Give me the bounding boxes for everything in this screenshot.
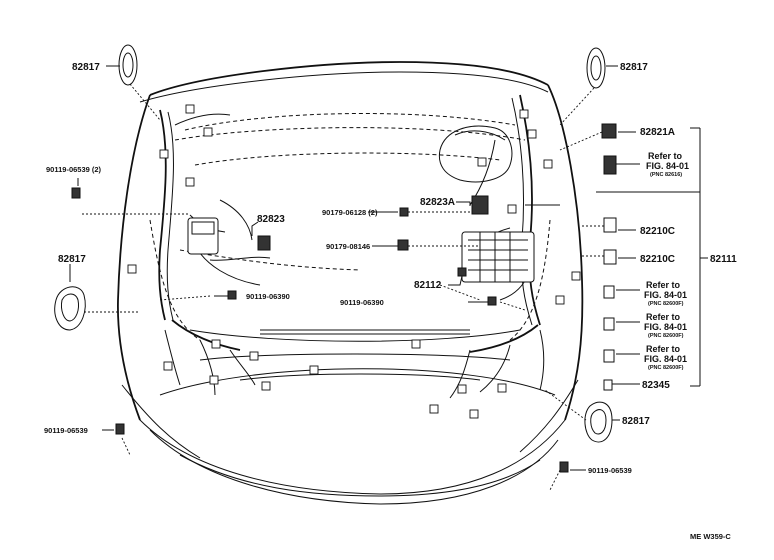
label-82112: 82112	[414, 280, 442, 291]
label-82817-top-left: 82817	[72, 62, 100, 73]
label-82111: 82111	[710, 254, 737, 265]
vehicle-body-outline	[117, 61, 584, 505]
label-82817-bottom-right: 82817	[622, 416, 650, 427]
label-90119-06390-right: 90119-06390	[340, 298, 384, 307]
engine-compartment-parts	[71, 104, 581, 473]
ref-note-3-line1: Refer to	[646, 312, 681, 322]
ref-note-2-line2: FIG. 84-01	[644, 290, 687, 300]
ref-note-4-line1: Refer to	[646, 344, 681, 354]
relay-82823A	[471, 195, 489, 215]
ref-note-2-line1: Refer to	[646, 280, 681, 290]
leader-lines	[69, 65, 708, 491]
label-82210C-lower: 82210C	[640, 254, 675, 265]
label-82210C-upper: 82210C	[640, 226, 675, 237]
label-82821A: 82821A	[640, 127, 675, 138]
label-82817-mid-left: 82817	[58, 254, 86, 265]
ref-note-1-line1: Refer to	[648, 151, 683, 161]
label-82823: 82823	[257, 214, 285, 225]
ref-note-4-pnc: (PNC 82600F)	[648, 365, 684, 371]
label-90119-06539-bottom-right: 90119-06539	[588, 466, 632, 475]
label-90179-08146: 90179-08146	[326, 242, 370, 251]
ref-note-3-line2: FIG. 84-01	[644, 322, 687, 332]
label-90119-06390-left: 90119-06390	[246, 292, 290, 301]
figure-reference-notes: Refer to FIG. 84-01 (PNC 82616) Refer to…	[644, 151, 689, 371]
relay-82823	[257, 235, 271, 251]
grommet-82817-mid-left	[54, 286, 86, 331]
ref-note-2-pnc: (PNC 82600F)	[648, 301, 684, 307]
grommet-82817-top-left	[118, 44, 138, 86]
label-90119-06539-2: 90119-06539 (2)	[46, 165, 102, 174]
label-90119-06539-bottom-left: 90119-06539	[44, 426, 88, 435]
label-82823A: 82823A	[420, 197, 455, 208]
ref-note-1-line2: FIG. 84-01	[646, 161, 689, 171]
catalog-code: ME W359-C	[690, 532, 731, 541]
grommet-82817-top-right	[586, 47, 606, 89]
ref-note-1-pnc: (PNC 82616)	[650, 172, 682, 178]
grommet-82817-bottom-right	[584, 401, 613, 443]
label-90179-06128: 90179-06128 (2)	[322, 208, 378, 217]
right-side-connectors	[601, 123, 617, 391]
label-82817-top-right: 82817	[620, 62, 648, 73]
label-82345: 82345	[642, 380, 670, 391]
ref-note-4-line2: FIG. 84-01	[644, 354, 687, 364]
part-labels: 82817 82817 82817 82817 90119-06539 (2) …	[44, 62, 737, 475]
ref-note-3-pnc: (PNC 82600F)	[648, 333, 684, 339]
